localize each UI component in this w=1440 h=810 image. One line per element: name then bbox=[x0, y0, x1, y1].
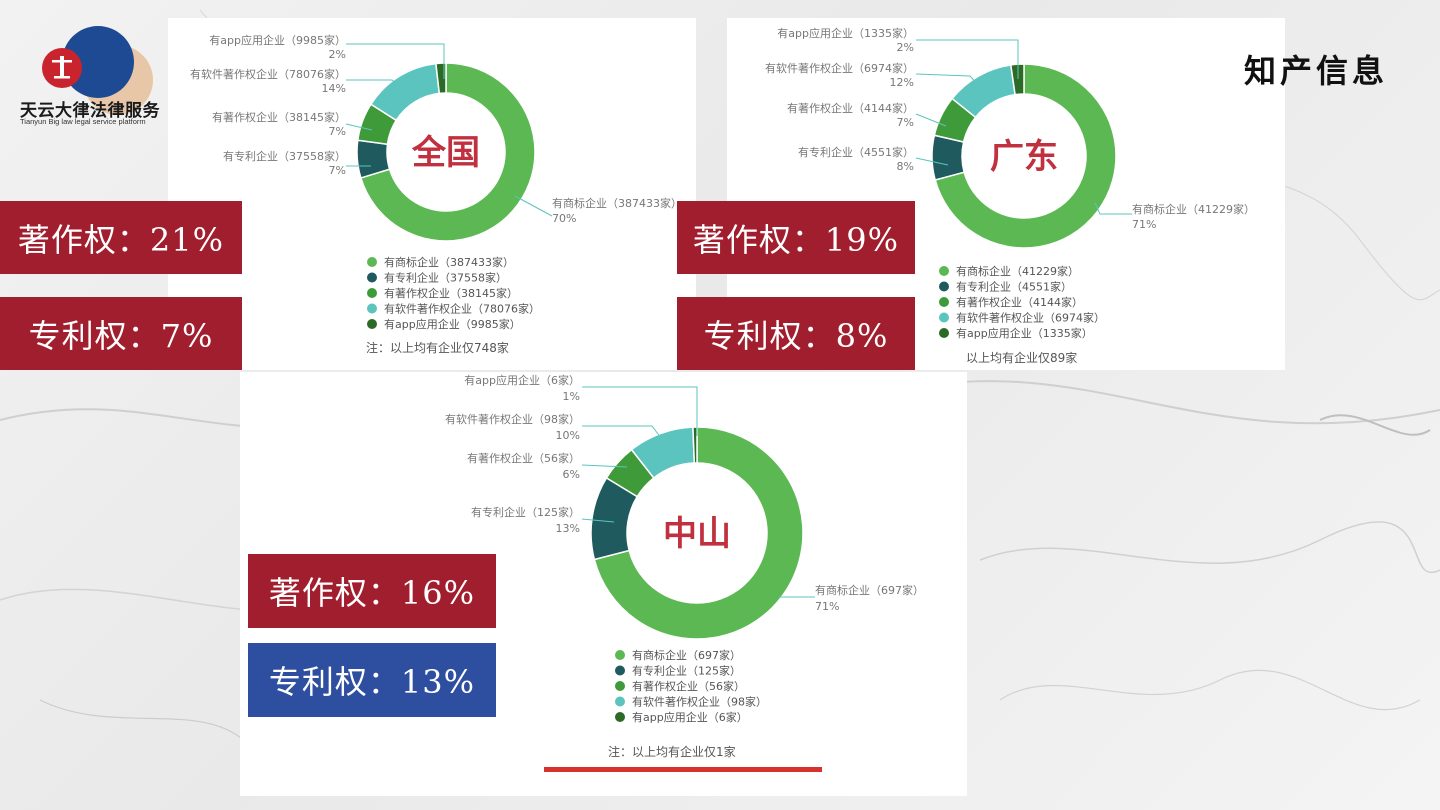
callout-label: 有app应用企业（6家） bbox=[464, 373, 580, 387]
donut-slice-5 bbox=[1009, 63, 1025, 96]
stat-national-patent: 专利权：7% bbox=[0, 297, 242, 370]
legend-marker bbox=[367, 303, 377, 314]
donut-slice-5 bbox=[435, 62, 447, 95]
callout-label: 有商标企业（387433家） bbox=[552, 196, 682, 210]
callout-percent: 71% bbox=[815, 600, 839, 613]
stat-national-copyright: 著作权：21% bbox=[0, 201, 242, 274]
legend-marker bbox=[615, 681, 625, 691]
callout-leader-line bbox=[915, 113, 947, 127]
callout-label: 有app应用企业（1335家） bbox=[777, 26, 914, 40]
callout-percent: 70% bbox=[552, 212, 576, 225]
legend-item: 有著作权企业（4144家） bbox=[956, 295, 1083, 309]
callout-leader-line bbox=[346, 79, 405, 91]
accent-underline bbox=[544, 767, 822, 772]
callout-percent: 71% bbox=[1132, 218, 1156, 231]
callout-leader-line bbox=[582, 425, 665, 443]
legend-marker bbox=[367, 257, 377, 267]
legend-marker bbox=[615, 712, 625, 722]
callout-label: 有软件著作权企业（6974家） bbox=[765, 61, 914, 75]
legend-item: 有著作权企业（38145家） bbox=[384, 286, 518, 300]
donut-slice-1 bbox=[359, 62, 536, 242]
legend-item: 有专利企业（4551家） bbox=[956, 280, 1072, 294]
legend-item: 有商标企业（41229家） bbox=[956, 264, 1079, 278]
callout-percent: 8% bbox=[897, 160, 914, 173]
callout-label: 有软件著作权企业（98家） bbox=[445, 412, 580, 426]
chart-center-title: 全国 bbox=[411, 133, 480, 173]
legend-item: 有商标企业（387433家） bbox=[384, 255, 514, 269]
callout-percent: 13% bbox=[556, 522, 580, 535]
callout-label: 有著作权企业（4144家） bbox=[787, 101, 914, 115]
donut-chart-guangdong: 广东有商标企业（41229家）71%有专利企业（4551家）8%有著作权企业（4… bbox=[765, 26, 1255, 365]
legend-marker bbox=[367, 319, 377, 329]
callout-percent: 2% bbox=[897, 41, 914, 54]
legend-item: 有软件著作权企业（78076家） bbox=[384, 302, 540, 316]
logo-mark bbox=[42, 26, 153, 115]
legend-marker bbox=[615, 696, 625, 707]
stat-zhongshan-patent: 专利权：13% bbox=[248, 643, 496, 717]
stat-zhongshan-copyright: 著作权：16% bbox=[248, 554, 496, 628]
callout-leader-line bbox=[582, 386, 698, 436]
page-title: 知产信息 bbox=[1243, 52, 1388, 90]
legend-item: 有商标企业（697家） bbox=[632, 648, 741, 662]
chart-note: 注：以上均有企业仅748家 bbox=[366, 340, 509, 355]
donut-slice-1 bbox=[593, 426, 804, 640]
callout-leader-line bbox=[581, 518, 615, 523]
callout-label: 有商标企业（41229家） bbox=[1132, 202, 1255, 216]
callout-percent: 7% bbox=[329, 125, 346, 138]
legend-item: 有专利企业（125家） bbox=[632, 664, 741, 678]
legend-marker bbox=[367, 288, 377, 298]
callout-leader-line bbox=[514, 195, 553, 217]
callout-percent: 1% bbox=[563, 390, 580, 403]
legend-marker bbox=[939, 297, 949, 307]
callout-label: 有专利企业（37558家） bbox=[223, 149, 346, 163]
donut-chart-national: 全国有商标企业（387433家）70%有专利企业（37558家）7%有著作权企业… bbox=[190, 33, 682, 355]
callout-leader-line bbox=[915, 157, 949, 166]
legend-marker bbox=[939, 281, 949, 292]
stat-guangdong-copyright: 著作权：19% bbox=[677, 201, 915, 274]
chart-note: 注：以上均有企业仅1家 bbox=[608, 744, 736, 759]
callout-percent: 6% bbox=[563, 468, 580, 481]
legend-marker bbox=[939, 266, 949, 276]
legend-marker bbox=[939, 312, 949, 323]
callout-label: 有专利企业（4551家） bbox=[798, 145, 914, 159]
stat-guangdong-patent: 专利权：8% bbox=[677, 297, 915, 370]
donut-slice-1 bbox=[934, 63, 1117, 249]
legend-marker bbox=[367, 272, 377, 283]
callout-label: 有软件著作权企业（78076家） bbox=[190, 67, 346, 81]
callout-leader-line bbox=[345, 123, 373, 131]
callout-leader-line bbox=[915, 73, 981, 88]
callout-percent: 2% bbox=[329, 48, 346, 61]
callout-label: 有著作权企业（56家） bbox=[467, 451, 580, 465]
chart-center-title: 广东 bbox=[990, 137, 1058, 177]
legend-item: 有app应用企业（6家） bbox=[632, 710, 748, 724]
callout-percent: 10% bbox=[556, 429, 580, 442]
legend-item: 有软件著作权企业（6974家） bbox=[956, 311, 1105, 325]
chart-note: 以上均有企业仅89家 bbox=[966, 350, 1077, 365]
logo-subtitle: Tianyun Big law legal service platform bbox=[20, 117, 146, 126]
callout-percent: 7% bbox=[897, 116, 914, 129]
donut-slice-5 bbox=[692, 426, 698, 464]
legend-item: 有专利企业（37558家） bbox=[384, 271, 507, 285]
callout-label: 有商标企业（697家） bbox=[815, 583, 924, 597]
callout-percent: 14% bbox=[322, 82, 346, 95]
legend-item: 有app应用企业（9985家） bbox=[384, 317, 521, 331]
callout-leader-line bbox=[916, 39, 1019, 79]
legend-marker bbox=[615, 650, 625, 660]
legend-item: 有著作权企业（56家） bbox=[632, 679, 745, 693]
callout-label: 有专利企业（125家） bbox=[471, 505, 580, 519]
callout-leader-line bbox=[346, 43, 445, 79]
legend-marker bbox=[939, 328, 949, 338]
callout-label: 有app应用企业（9985家） bbox=[209, 33, 346, 47]
callout-leader-line bbox=[1094, 202, 1132, 215]
callout-label: 有著作权企业（38145家） bbox=[212, 110, 346, 124]
callout-leader-line bbox=[581, 464, 628, 468]
legend-item: 有软件著作权企业（98家） bbox=[632, 695, 767, 709]
callout-percent: 7% bbox=[329, 164, 346, 177]
logo-name: 天云大律法律服务 bbox=[20, 101, 160, 121]
chart-center-title: 中山 bbox=[663, 514, 731, 554]
legend-item: 有app应用企业（1335家） bbox=[956, 326, 1093, 340]
callout-percent: 12% bbox=[890, 76, 914, 89]
legend-marker bbox=[615, 665, 625, 676]
